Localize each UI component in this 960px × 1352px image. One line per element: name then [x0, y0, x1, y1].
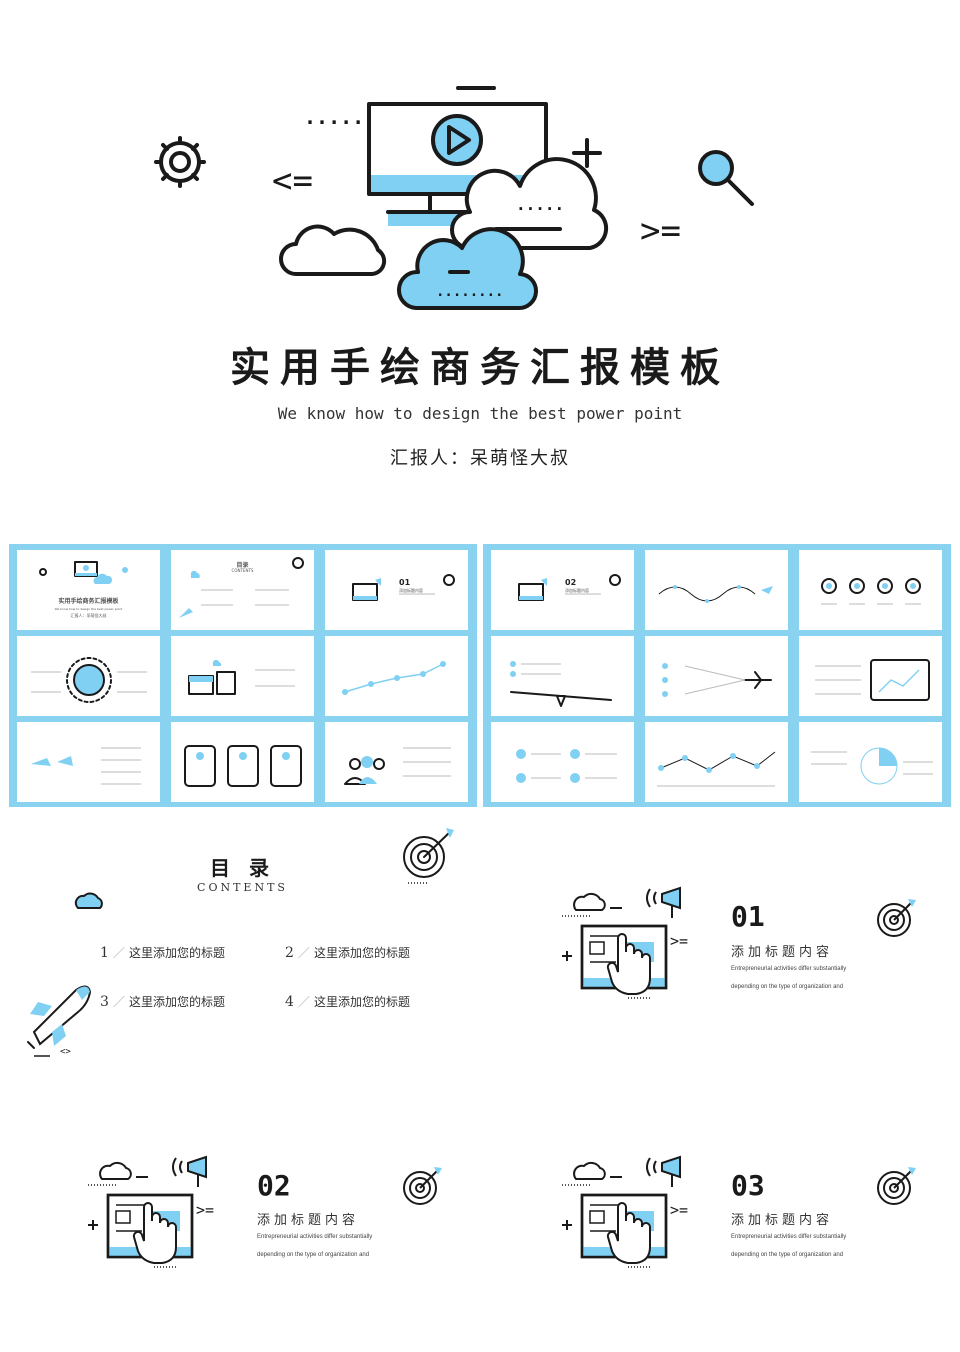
toc-item-4-label: 这里添加您的标题 — [313, 995, 410, 1009]
thumbnail-three-cards[interactable] — [171, 722, 314, 802]
thumb-cover-title: 实用手绘商务汇报模板 — [58, 598, 119, 605]
thumbnail-line-chart[interactable] — [325, 636, 468, 716]
toc-illustrations: <> — [27, 828, 454, 1057]
thumbnail-section-02[interactable]: 02 添加标题内容 — [491, 550, 634, 630]
svg-text:.....: ..... — [516, 195, 564, 214]
thumb-cover-sub: We know how to design the best power poi… — [54, 607, 123, 611]
target-icon — [403, 1166, 443, 1205]
thumbnail-section-01[interactable]: 01 添加标题内容 — [325, 550, 468, 630]
svg-text:.....: ..... — [304, 105, 364, 129]
code-less-icon: <= — [272, 161, 313, 201]
rocket-icon: <> — [27, 985, 92, 1057]
toc-item-2[interactable]: 2／这里添加您的标题 — [285, 945, 410, 961]
section-03-number: 03 — [731, 1169, 765, 1202]
section-03-illustration — [562, 1155, 690, 1269]
cloud-icon — [75, 893, 102, 908]
thumbnail-illustration[interactable] — [171, 636, 314, 716]
target-icon — [877, 898, 917, 937]
section-02-desc-1: Entrepreneurial activities differ substa… — [257, 1234, 373, 1240]
cover-subtitle: We know how to design the best power poi… — [277, 404, 683, 423]
thumbnail-team[interactable] — [325, 722, 468, 802]
section-01-number: 01 — [731, 900, 765, 933]
section-02-number: 02 — [257, 1169, 291, 1202]
thumbnail-panel-left: 实用手绘商务汇报模板 We know how to design the bes… — [9, 544, 477, 807]
thumb-toc-title: 目录 — [236, 562, 249, 569]
section-03-desc-1: Entrepreneurial activities differ substa… — [731, 1234, 847, 1240]
thumb-section1-title: 添加标题内容 — [399, 588, 423, 593]
toc-title: 目 录 — [210, 856, 275, 880]
section-01-illustration — [562, 886, 690, 1000]
thumb-section2-title: 添加标题内容 — [565, 588, 589, 593]
cover-reporter: 汇报人：呆萌怪大叔 — [390, 448, 570, 469]
thumbnail-airplane[interactable] — [645, 636, 788, 716]
toc-item-3-label: 这里添加您的标题 — [128, 995, 225, 1009]
svg-text:<>: <> — [60, 1047, 71, 1057]
section-03-title: 添加标题内容 — [731, 1213, 834, 1228]
plus-icon — [572, 138, 602, 168]
toc-item-3-num: 3 — [100, 994, 109, 1010]
section-02-desc-2: depending on the type of organization an… — [257, 1252, 370, 1258]
toc-item-4[interactable]: 4／这里添加您的标题 — [285, 994, 410, 1010]
thumbnail-gears[interactable] — [491, 722, 634, 802]
thumbnail-panel-right: 02 添加标题内容 — [483, 544, 951, 807]
toc-item-2-num: 2 — [285, 945, 294, 961]
thumbnail-board[interactable] — [799, 636, 942, 716]
cover-illustration: ..... <= >= ..... ........ — [154, 86, 754, 311]
section-01-title: 添加标题内容 — [731, 945, 834, 960]
thumbnail-process[interactable] — [799, 550, 942, 630]
thumb-toc-contents: CONTENTS — [231, 568, 254, 573]
toc-item-3[interactable]: 3／这里添加您的标题 — [100, 994, 225, 1010]
thumbnail-zigzag[interactable] — [645, 722, 788, 802]
thumb-section2-num: 02 — [565, 578, 577, 587]
thumbnail-swim[interactable] — [17, 722, 160, 802]
svg-text:........: ........ — [436, 284, 503, 300]
section-01-desc-1: Entrepreneurial activities differ substa… — [731, 966, 847, 972]
thumbnail-balance[interactable] — [491, 636, 634, 716]
thumbnail-pie[interactable] — [799, 722, 942, 802]
target-icon — [877, 1166, 917, 1205]
toc-item-2-label: 这里添加您的标题 — [313, 946, 410, 960]
toc-item-1-num: 1 — [100, 945, 109, 961]
code-greater-icon: >= — [640, 211, 681, 251]
toc-contents-label: CONTENTS — [197, 881, 288, 894]
section-01-desc-2: depending on the type of organization an… — [731, 984, 844, 990]
magnifier-icon — [698, 150, 754, 206]
thumbnail-toc[interactable]: 目录 CONTENTS — [171, 550, 314, 630]
toc-item-4-num: 4 — [285, 994, 294, 1010]
thumb-cover-reporter: 汇报人：呆萌怪大叔 — [70, 613, 107, 618]
section-02-illustration — [88, 1155, 216, 1269]
section-03-desc-2: depending on the type of organization an… — [731, 1252, 844, 1258]
target-icon — [403, 828, 454, 884]
thumbnail-wave[interactable] — [645, 550, 788, 630]
thumbnail-cover[interactable]: 实用手绘商务汇报模板 We know how to design the bes… — [17, 550, 160, 630]
toc-item-1-label: 这里添加您的标题 — [128, 946, 225, 960]
section-02-title: 添加标题内容 — [257, 1213, 360, 1228]
gear-icon — [154, 136, 206, 188]
thumbnail-globe[interactable] — [17, 636, 160, 716]
thumb-section1-num: 01 — [399, 578, 411, 587]
toc-item-1[interactable]: 1／这里添加您的标题 — [100, 945, 225, 961]
cover-title: 实用手绘商务汇报模板 — [230, 344, 730, 391]
